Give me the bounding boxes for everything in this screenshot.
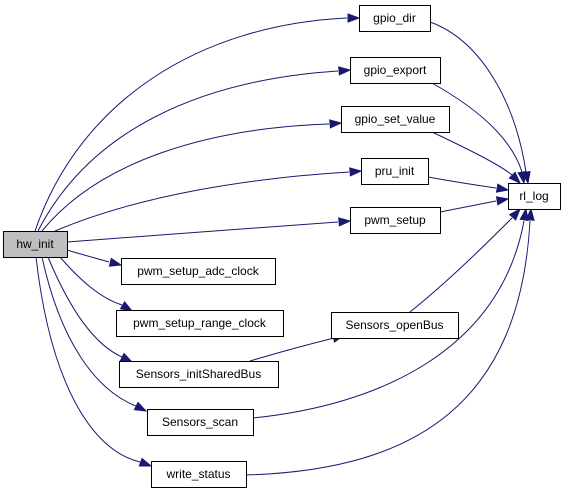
node-label: Sensors_openBus bbox=[345, 318, 443, 332]
edge-Sensors_openBus-to-rl_log bbox=[409, 207, 521, 313]
node-box bbox=[3, 231, 68, 258]
node-box bbox=[350, 57, 441, 84]
edge-write_status-to-rl_log bbox=[245, 207, 535, 476]
node-box bbox=[508, 183, 561, 210]
edge-hw_init-to-pru_init bbox=[54, 167, 363, 232]
node-label: hw_init bbox=[16, 237, 54, 251]
node-label: gpio_dir bbox=[373, 11, 416, 25]
edge-Sensors_scan-to-rl_log bbox=[252, 207, 529, 419]
edge-hw_init-to-pwm_setup bbox=[66, 217, 352, 243]
edge-hw_init-to-pwm_setup_adc_clock bbox=[66, 249, 123, 267]
node-label: pwm_setup_adc_clock bbox=[137, 264, 259, 278]
node-box bbox=[147, 409, 254, 436]
node-Sensors_scan[interactable]: Sensors_scan bbox=[147, 409, 254, 436]
node-pwm_setup[interactable]: pwm_setup bbox=[350, 207, 441, 234]
edge-gpio_export-to-rl_log bbox=[431, 82, 527, 185]
edge-hw_init-to-gpio_export bbox=[37, 66, 352, 232]
node-box bbox=[331, 312, 459, 339]
edge-gpio_dir-to-rl_log bbox=[429, 21, 531, 185]
node-label: gpio_set_value bbox=[355, 112, 436, 126]
node-label: pru_init bbox=[375, 164, 415, 178]
node-write_status[interactable]: write_status bbox=[151, 461, 247, 488]
node-pwm_setup_adc_clock[interactable]: pwm_setup_adc_clock bbox=[121, 258, 276, 285]
edge-hw_init-to-Sensors_initSharedBus bbox=[47, 256, 134, 363]
node-label: rl_log bbox=[519, 189, 548, 203]
edge-hw_init-to-pwm_setup_range_clock bbox=[59, 256, 134, 312]
node-gpio_set_value[interactable]: gpio_set_value bbox=[341, 106, 450, 133]
node-pwm_setup_range_clock[interactable]: pwm_setup_range_clock bbox=[116, 310, 284, 337]
edge-hw_init-to-gpio_set_value bbox=[41, 119, 343, 232]
edge-gpio_set_value-to-rl_log bbox=[431, 131, 522, 185]
node-box bbox=[116, 310, 284, 337]
node-label: pwm_setup_range_clock bbox=[133, 316, 267, 330]
node-gpio_export[interactable]: gpio_export bbox=[350, 57, 441, 84]
edges-layer bbox=[34, 13, 535, 476]
edge-Sensors_initSharedBus-to-Sensors_openBus bbox=[249, 333, 346, 362]
node-box bbox=[119, 361, 279, 388]
node-label: gpio_export bbox=[364, 63, 427, 77]
node-label: write_status bbox=[165, 467, 230, 481]
edge-pru_init-to-rl_log bbox=[427, 176, 510, 193]
node-box bbox=[341, 106, 450, 133]
node-label: Sensors_initSharedBus bbox=[136, 367, 261, 381]
node-label: pwm_setup bbox=[364, 213, 426, 227]
node-rl_log[interactable]: rl_log bbox=[508, 183, 561, 210]
edge-hw_init-to-write_status bbox=[35, 256, 153, 467]
node-label: Sensors_scan bbox=[162, 415, 238, 429]
node-hw_init[interactable]: hw_init bbox=[3, 231, 68, 258]
node-pru_init[interactable]: pru_init bbox=[361, 158, 429, 185]
edge-pwm_setup-to-rl_log bbox=[439, 196, 510, 213]
edge-hw_init-to-gpio_dir bbox=[34, 13, 361, 232]
edge-hw_init-to-Sensors_scan bbox=[41, 256, 148, 412]
node-box bbox=[151, 461, 247, 488]
node-gpio_dir[interactable]: gpio_dir bbox=[359, 5, 431, 32]
node-Sensors_openBus[interactable]: Sensors_openBus bbox=[331, 312, 459, 339]
node-box bbox=[361, 158, 429, 185]
node-box bbox=[359, 5, 431, 32]
node-box bbox=[121, 258, 276, 285]
node-box bbox=[350, 207, 441, 234]
node-Sensors_initSharedBus[interactable]: Sensors_initSharedBus bbox=[119, 361, 279, 388]
nodes-layer: hw_init gpio_dir gpio_export gpio_set_value… bbox=[3, 5, 561, 488]
